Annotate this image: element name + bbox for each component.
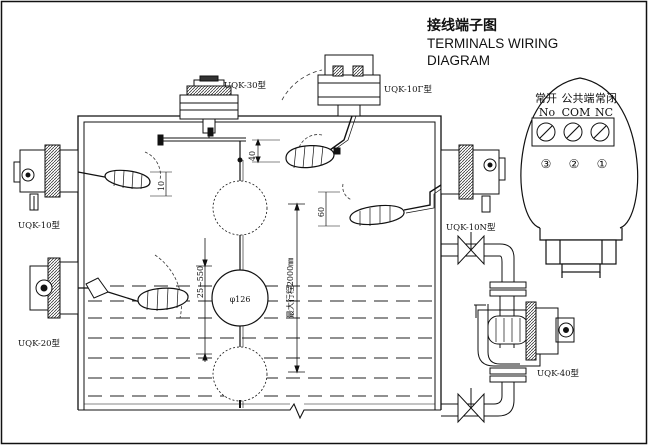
float-ball-main xyxy=(211,269,269,327)
float-ball-top xyxy=(212,180,268,236)
swing-arcs xyxy=(144,69,353,319)
dim-label-diameter: φ126 xyxy=(230,295,251,304)
title-zh: 接线端子图 xyxy=(427,17,497,34)
terminal-label-zh-com: 公共端 xyxy=(562,92,595,105)
terminal-number-2: ② xyxy=(569,157,580,171)
side-piping xyxy=(441,232,575,424)
switch-uqk-10g xyxy=(285,54,381,169)
title-en-line2: DIAGRAM xyxy=(427,53,490,68)
terminal-label-zh-no: 常开 xyxy=(535,92,557,105)
dim-label-60: 60 xyxy=(317,207,326,217)
switch-uqk-30 xyxy=(157,75,246,163)
chamber-uqk-40 xyxy=(477,309,541,367)
terminal-number-1: ① xyxy=(597,157,608,171)
terminal-label-en-no: No xyxy=(539,106,556,119)
model-label-uqk-30: UQK-30型 xyxy=(224,81,267,91)
switch-uqk-10n xyxy=(349,144,506,226)
dim-60 xyxy=(318,191,340,227)
dim-label-10: 10 xyxy=(157,181,166,191)
float-ball-bottom xyxy=(212,346,268,402)
switch-uqk-10 xyxy=(13,144,151,211)
dim-40 xyxy=(252,138,280,164)
tank xyxy=(77,115,442,420)
title-en-line1: TERMINALS WIRING xyxy=(427,36,558,51)
dim-label-40: 40 xyxy=(248,151,257,161)
central-float-rod xyxy=(211,160,269,408)
terminal-label-en-com: COM xyxy=(562,106,591,119)
float-uqk-20 xyxy=(137,287,189,311)
model-label-uqk-10g: UQK-10Γ型 xyxy=(384,85,432,95)
model-label-uqk-10n: UQK-10N型 xyxy=(446,223,496,233)
model-label-uqk-40: UQK-40型 xyxy=(537,369,580,379)
dim-label-max-stroke: 最大行程2000㎜ xyxy=(285,258,295,318)
terminal-number-3: ③ xyxy=(541,157,552,171)
liquid-levels xyxy=(88,285,432,397)
float-uqk-10g xyxy=(285,145,335,169)
terminal-label-en-nc: NC xyxy=(595,106,613,119)
dim-10 xyxy=(150,171,172,197)
float-uqk-10 xyxy=(104,169,151,189)
model-label-uqk-20: UQK-20型 xyxy=(18,339,61,349)
terminal-block xyxy=(520,77,639,278)
model-label-uqk-10: UQK-10型 xyxy=(18,221,61,231)
dim-label-range: 25~550 xyxy=(196,266,205,298)
range-dim xyxy=(196,238,212,362)
max-stroke-dim xyxy=(288,202,305,374)
switch-uqk-20 xyxy=(29,257,189,319)
terminal-label-zh-nc: 常闭 xyxy=(595,92,617,105)
float-uqk-10n xyxy=(349,204,405,226)
